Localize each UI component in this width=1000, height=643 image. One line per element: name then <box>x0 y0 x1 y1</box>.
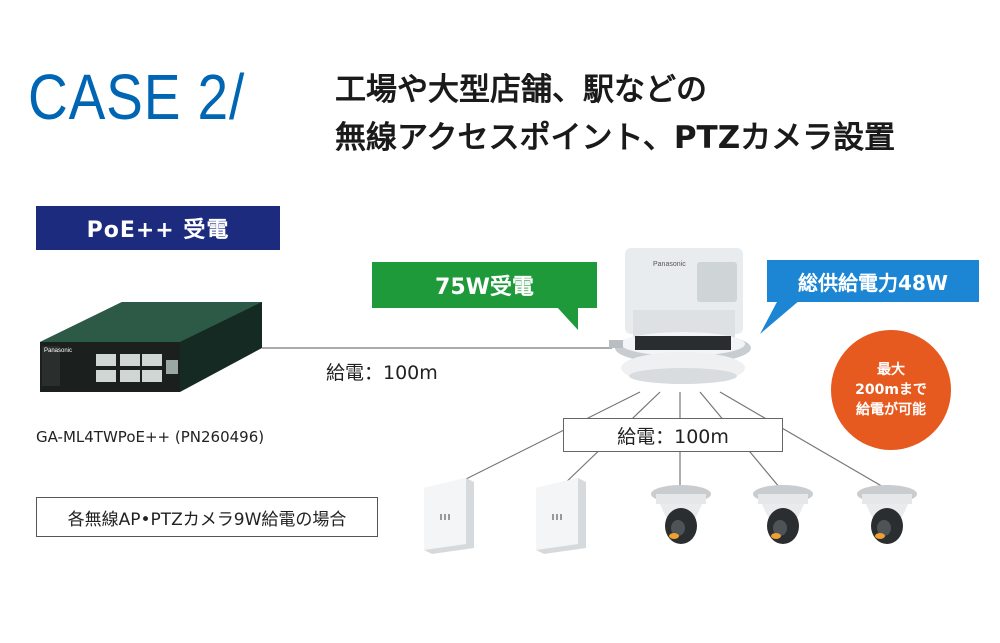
max-distance-line3: 給電が可能 <box>856 402 926 418</box>
max-distance-line1: 最大 <box>877 362 905 378</box>
downlink-cable-ap1 <box>447 391 641 489</box>
headline-line1: 工場や大型店舗、駅などの <box>335 72 707 108</box>
power-received-callout: 75W受電 <box>372 262 597 308</box>
max-distance-badge: 最大 200mまで 給電が可能 <box>831 330 951 450</box>
headline-line2: 無線アクセスポイント、PTZカメラ設置 <box>335 120 896 156</box>
switch-brand: Panasonic <box>44 348 72 354</box>
switch-model-label: GA-ML4TWPoE++ (PN260496) <box>36 428 265 446</box>
poe-switch-icon: Panasonic <box>30 300 270 419</box>
downlink-cable-cam3 <box>719 391 886 489</box>
ptz-camera-icon <box>648 484 714 560</box>
case-label: CASE 2/ <box>28 61 246 133</box>
max-distance-line2: 200mまで <box>855 382 927 398</box>
uplink-distance-label: 給電：100m <box>326 362 438 384</box>
poe-badge: PoE++ 受電 <box>36 206 280 250</box>
wireless-ap-icon <box>418 474 478 560</box>
callout-75-pointer <box>556 306 578 330</box>
condition-note: 各無線AP•PTZカメラ9W給電の場合 <box>36 497 378 537</box>
ptz-camera-icon <box>854 484 920 560</box>
total-supply-callout: 総供給電力48W <box>767 260 979 302</box>
ceiling-poe-hub-icon: Panasonic <box>605 240 765 399</box>
ptz-camera-icon <box>750 484 816 560</box>
downlink-distance-label: 給電：100m <box>563 418 783 452</box>
hub-brand: Panasonic <box>653 261 686 268</box>
callout-48-pointer <box>760 300 800 334</box>
wireless-ap-icon <box>530 474 590 560</box>
